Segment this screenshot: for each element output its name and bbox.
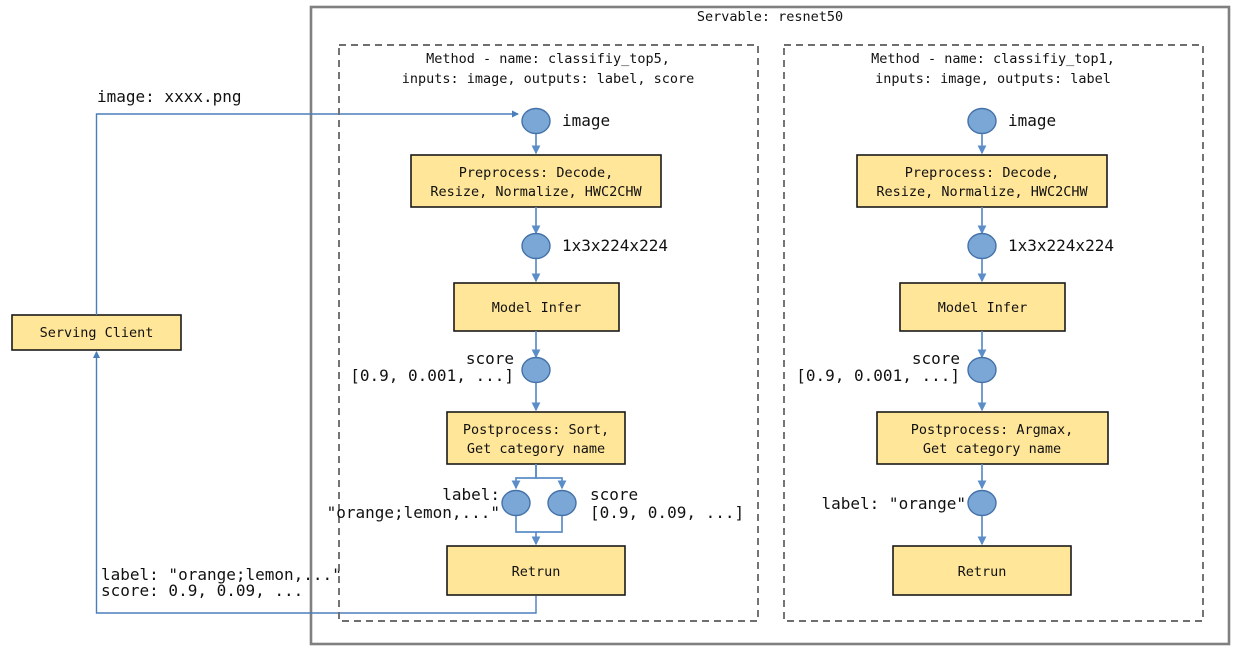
client-response-label-line1: label: "orange;lemon,..." [101, 565, 342, 584]
node-input-image-top5[interactable] [521, 107, 551, 135]
node-tensor-top5-label: 1x3x224x224 [562, 236, 668, 255]
model-infer-box-top5[interactable] [453, 282, 620, 332]
servable-frame [309, 5, 1231, 646]
method-panel-classifiy-top5 [338, 44, 759, 622]
node-score-top1[interactable] [967, 356, 997, 384]
client-response-arrow [92, 350, 537, 614]
model-infer-label-top1: Model Infer [938, 300, 1027, 316]
node-output-score-top5-line1: score [590, 485, 638, 504]
node-output-score-top5-line2: [0.9, 0.09, ...] [590, 503, 744, 522]
postprocess-box-top1[interactable] [876, 411, 1109, 465]
postprocess-label-top5-line1: Postprocess: Sort, [463, 422, 609, 438]
method-panel-classifiy-top1 [783, 44, 1204, 622]
postprocess-label-top1-line2: Get category name [923, 441, 1061, 457]
node-output-label-top1[interactable] [967, 489, 997, 517]
edge-merge-label-to-return-top5 [515, 516, 541, 546]
serving-client-label: Serving Client [40, 325, 154, 341]
node-output-label-top5-line2: "orange;lemon,..." [327, 503, 500, 522]
preprocess-box-top1[interactable] [856, 154, 1108, 208]
node-output-label-top1-text: label: "orange" [822, 494, 967, 513]
servable-frame-title: Servable: resnet50 [697, 9, 843, 25]
client-request-label: image: xxxx.png [97, 87, 242, 106]
node-output-score-top5[interactable] [547, 489, 577, 517]
return-label-top1: Retrun [958, 564, 1007, 580]
model-infer-label-top5: Model Infer [492, 300, 581, 316]
client-request-arrow [95, 110, 520, 315]
postprocess-label-top1-line1: Postprocess: Argmax, [911, 422, 1074, 438]
node-tensor-top1-label: 1x3x224x224 [1008, 236, 1114, 255]
node-tensor-top1[interactable] [967, 232, 997, 260]
method-title-top5-line2: inputs: image, outputs: label, score [402, 71, 695, 87]
preprocess-label-top1-line1: Preprocess: Decode, [905, 165, 1059, 181]
node-tensor-top5[interactable] [521, 232, 551, 260]
preprocess-box-top5[interactable] [410, 154, 662, 208]
edge-postprocess-fork-score-top5 [535, 464, 567, 490]
method-title-top1-line2: inputs: image, outputs: label [875, 71, 1111, 87]
method-title-top1-line1: Method - name: classifiy_top1, [871, 51, 1115, 67]
client-response-label-line2: score: 0.9, 0.09, ... [101, 581, 303, 600]
node-score-top5-line1: score [466, 349, 514, 368]
preprocess-label-top1-line2: Resize, Normalize, HWC2CHW [876, 184, 1088, 200]
return-box-top1[interactable] [892, 545, 1072, 596]
node-input-image-top1[interactable] [967, 107, 997, 135]
node-score-top1-line1: score [912, 349, 960, 368]
edge-merge-score-to-return-top5 [536, 516, 563, 533]
method-title-top5-line1: Method - name: classifiy_top5, [426, 51, 670, 67]
node-score-top1-line2: [0.9, 0.001, ...] [796, 366, 960, 385]
node-input-image-top5-label: image [562, 111, 610, 130]
node-input-image-top1-label: image [1008, 111, 1056, 130]
node-score-top5-line2: [0.9, 0.001, ...] [350, 366, 514, 385]
node-score-top5[interactable] [521, 356, 551, 384]
postprocess-label-top5-line2: Get category name [467, 441, 605, 457]
preprocess-label-top5-line1: Preprocess: Decode, [459, 165, 613, 181]
preprocess-label-top5-line2: Resize, Normalize, HWC2CHW [430, 184, 642, 200]
edge-postprocess-fork-label-top5 [511, 464, 537, 490]
return-box-top5[interactable] [446, 545, 626, 596]
node-output-label-top5-line1: label: [442, 485, 500, 504]
node-output-label-top5[interactable] [501, 489, 531, 517]
return-label-top5: Retrun [512, 564, 561, 580]
